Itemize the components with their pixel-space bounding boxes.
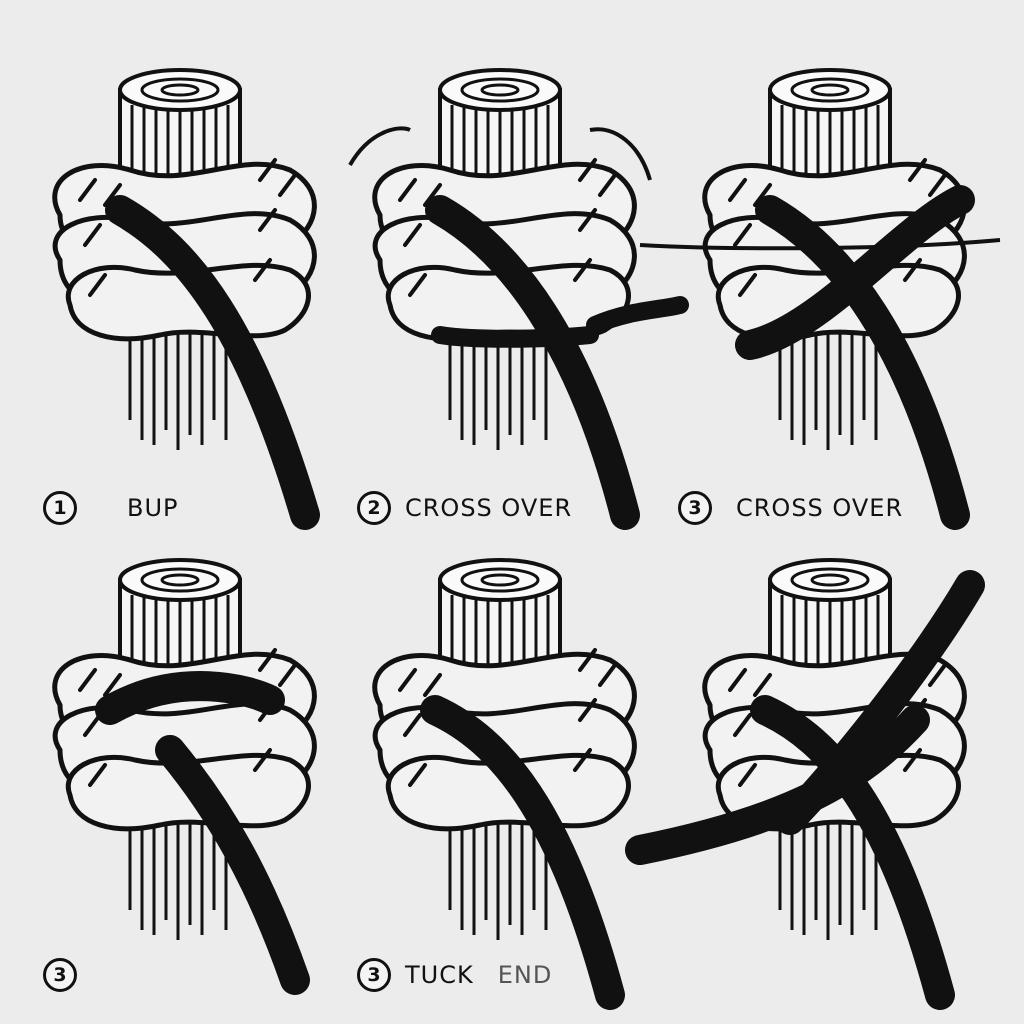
step-caption: CROSS OVER — [405, 494, 573, 522]
step-caption: TUCK — [405, 961, 474, 989]
knot-illustration-step-6 — [625, 558, 985, 1010]
step-number-badge: 3 — [357, 958, 391, 992]
knot-illustration-step-1 — [20, 68, 320, 530]
step-label-2: 2 CROSS OVER — [357, 488, 572, 528]
step-caption-suffix: END — [497, 961, 553, 989]
knot-illustration-step-2 — [348, 68, 689, 530]
step-number-badge: 1 — [43, 491, 77, 525]
knot-illustration-step-5 — [340, 558, 660, 1010]
step-label-1: 1 BUP — [43, 488, 179, 528]
step-label-3: 3 CROSS OVER — [678, 488, 903, 528]
step-caption: BUP — [127, 494, 179, 522]
step-number-badge: 3 — [678, 491, 712, 525]
knot-illustration-step-4 — [20, 558, 340, 995]
step-number-badge: 2 — [357, 491, 391, 525]
step-caption: CROSS OVER — [736, 494, 904, 522]
step-label-5: 3 TUCK END — [357, 955, 552, 995]
step-label-4: 3 — [43, 955, 77, 995]
knot-illustration-step-3 — [639, 68, 1001, 530]
step-number-badge: 3 — [43, 958, 77, 992]
